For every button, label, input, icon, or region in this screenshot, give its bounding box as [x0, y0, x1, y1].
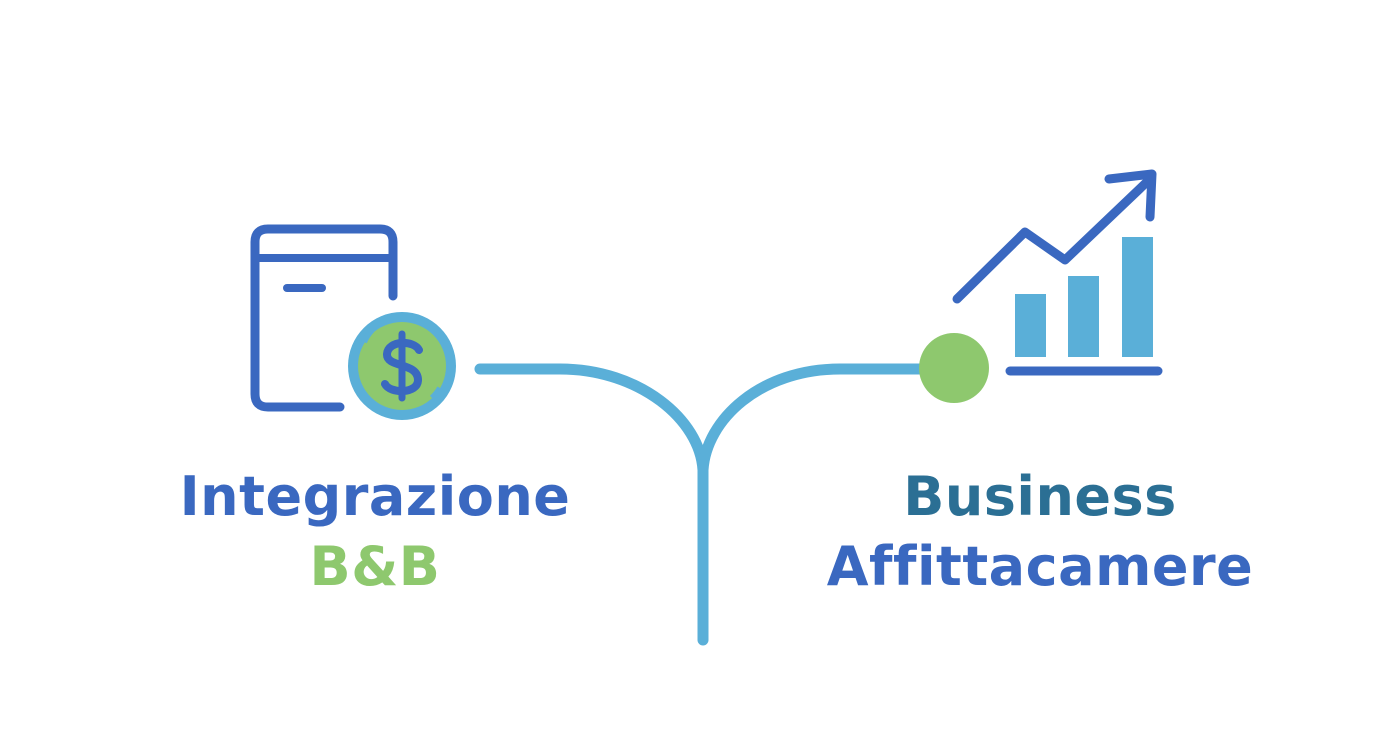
dollar-coin-icon [348, 312, 456, 420]
growth-chart-icon [952, 169, 1163, 376]
business-label: Business Affittacamere [780, 462, 1300, 602]
booking-window-outline [250, 224, 398, 412]
connector-right-arm [697, 363, 931, 476]
business-title: Business [903, 465, 1177, 528]
integrazione-label: Integrazione B&B [160, 462, 590, 602]
growth-chart-bar-2 [1068, 276, 1099, 357]
connector [474, 333, 989, 646]
connector-left-arm [474, 363, 709, 476]
growth-chart-bar-3 [1122, 237, 1153, 357]
growth-chart-bar-1 [1015, 294, 1046, 357]
growth-chart-arrow-line [952, 175, 1154, 304]
affittacamere-title: Affittacamere [826, 535, 1254, 598]
growth-chart-arrow-head [1104, 169, 1157, 222]
booking-payment-icon [250, 224, 456, 420]
integrazione-title: Integrazione [179, 465, 571, 528]
green-node-dot [919, 333, 989, 403]
bnb-title: B&B [309, 535, 441, 598]
